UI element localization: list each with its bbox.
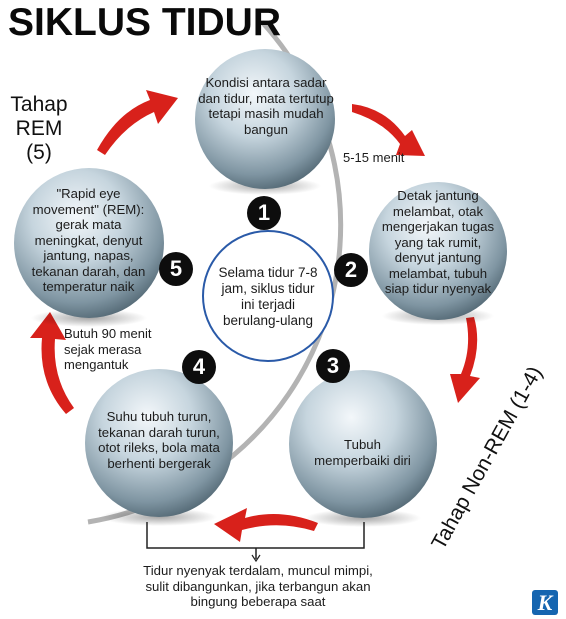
badge-2 [334,253,368,287]
sphere-step-5 [14,168,164,318]
step-2-text: Detak jantung melambat, otak mengerjakan… [381,188,495,296]
badge-4-number: 4 [192,354,206,379]
sphere-step-3 [289,370,437,518]
badge-3-number: 3 [326,353,340,378]
deep-sleep-note: Tidur nyenyak terdalam, muncul mimpi, su… [143,563,373,609]
deep-sleep-bracket [146,522,365,559]
step-4-text: Suhu tubuh turun, tekanan darah turun, o… [98,409,220,471]
badge-2-number: 2 [344,257,358,282]
duration-note: 5-15 menit [343,150,405,165]
arrow-2-to-3 [450,317,480,403]
cycle-arrows [30,90,480,542]
badge-5-number: 5 [169,256,183,281]
step-5-text: "Rapid eye movement" (REM): gerak mata m… [31,186,146,294]
sphere-step-4 [85,369,233,517]
bracket-arrowhead [251,554,261,563]
kompas-logo: K [532,590,558,615]
sphere-step-1 [195,49,335,189]
arrow-3-to-4 [214,508,318,542]
sphere-step-2 [369,182,507,320]
badge-1-number: 1 [257,200,271,225]
rem-stage-line-2: REM [15,117,63,140]
step-1-text: Kondisi antara sadar dan tidur, mata ter… [198,75,334,137]
badge-1 [247,196,281,230]
page-title: SIKLUS TIDUR [8,1,281,44]
badge-3 [316,349,350,383]
step-3-text: Tubuh memperbaiki diri [314,437,411,468]
center-text: Selama tidur 7-8 jam, siklus tidur ini t… [218,265,318,328]
rem-stage-label: Tahap REM (5) [6,93,72,165]
arrow-5-to-1 [97,90,178,155]
arrow-4-to-5 [30,312,74,414]
badge-5 [159,252,193,286]
arrow-1-to-2 [352,104,425,156]
center-circle [202,230,334,362]
rem-wait-note: Butuh 90 menit sejak merasa mengantuk [64,326,152,372]
rem-stage-line-3: (5) [26,141,52,164]
rem-stage-line-1: Tahap [10,93,68,116]
badge-4 [182,350,216,384]
non-rem-label: Tahap Non-REM (1-4) [427,363,547,554]
